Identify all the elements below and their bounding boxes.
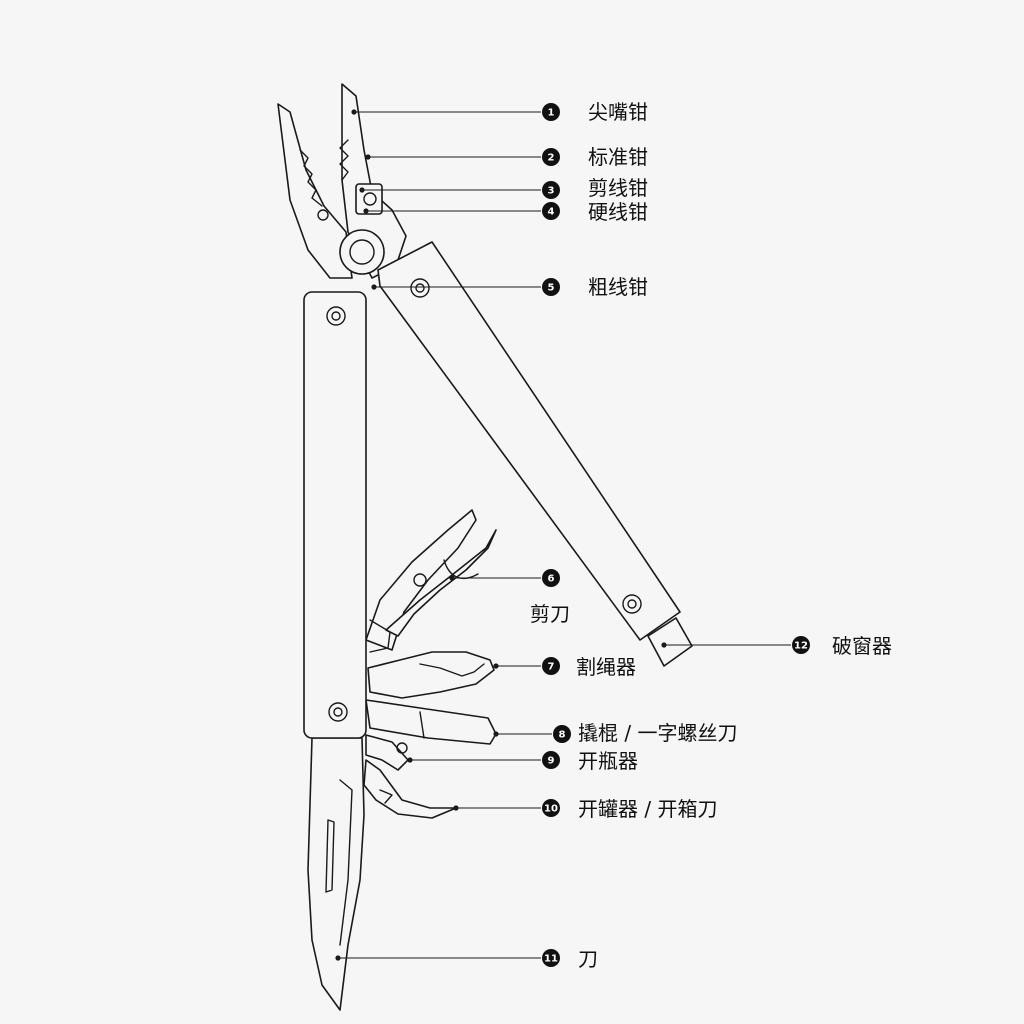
callout-label-2: 标准钳	[588, 145, 648, 169]
callout-badge-1: 1	[542, 103, 560, 121]
callout-badge-9: 9	[542, 751, 560, 769]
right-handle-screw-top-inner	[415, 283, 425, 293]
callout-number-2: 2	[548, 153, 555, 164]
window-breaker	[647, 617, 693, 667]
callout-badge-6: 6	[542, 569, 560, 587]
knife-blade	[307, 737, 365, 1011]
leader-dot-3	[359, 187, 365, 193]
pliers-pivot-inner	[349, 239, 375, 265]
right-handle-screw-top	[410, 278, 430, 298]
callout-badge-circle-7	[542, 657, 560, 675]
scissors-pivot	[413, 573, 427, 587]
callout-badge-2: 2	[542, 148, 560, 166]
callout-number-6: 6	[548, 574, 555, 585]
callout-number-4: 4	[548, 207, 555, 218]
callout-number-5: 5	[548, 283, 555, 294]
bottle-opener-hole	[396, 742, 408, 754]
knife-edge	[339, 779, 353, 946]
rope-cutter-hook	[419, 663, 485, 677]
callout-badge-10: 10	[542, 799, 560, 817]
callout-number-11: 11	[544, 954, 558, 965]
callout-badge-circle-12	[792, 636, 810, 654]
callout-leaders	[335, 109, 791, 961]
pliers-pivot	[339, 229, 385, 275]
callout-number-9: 9	[548, 756, 555, 767]
callout-badge-circle-8	[553, 725, 571, 743]
pliers-jaw-right	[341, 83, 407, 279]
callout-badge-circle-3	[542, 181, 560, 199]
callout-label-1: 尖嘴钳	[588, 100, 648, 124]
leader-dot-7	[493, 663, 499, 669]
callout-badge-3: 3	[542, 181, 560, 199]
leader-dot-6	[449, 575, 455, 581]
pry-bar	[365, 699, 497, 745]
callout-label-10: 开罐器 / 开箱刀	[578, 797, 718, 821]
callout-number-8: 8	[559, 730, 566, 741]
right-handle-screw-bottom	[622, 594, 642, 614]
bottle-opener	[365, 734, 409, 771]
callout-number-12: 12	[794, 641, 808, 652]
can-opener	[363, 759, 457, 819]
left-handle-screw-top-inner	[331, 311, 341, 321]
callout-badge-circle-9	[542, 751, 560, 769]
jaw-serration	[299, 149, 323, 207]
callout-badge-11: 11	[542, 949, 560, 967]
callout-badge-8: 8	[553, 725, 571, 743]
callout-badge-circle-2	[542, 148, 560, 166]
leader-dot-11	[335, 955, 341, 961]
scissors-spring	[369, 619, 391, 653]
callout-badge-circle-5	[542, 278, 560, 296]
callout-number-7: 7	[548, 662, 555, 673]
wire-cutter-screw	[363, 192, 377, 206]
leader-dot-4	[363, 208, 369, 214]
right-handle	[377, 241, 681, 641]
callout-label-8: 撬棍 / 一字螺丝刀	[578, 721, 738, 745]
callout-label-4: 硬线钳	[588, 200, 648, 224]
scissors-blade-b	[385, 529, 497, 637]
callout-number-3: 3	[548, 186, 555, 197]
callout-number-1: 1	[548, 108, 555, 119]
can-opener-hook	[379, 789, 393, 804]
jaw-hole	[317, 209, 329, 221]
callout-badge-circle-4	[542, 202, 560, 220]
leader-dot-8	[493, 731, 499, 737]
leader-dot-10	[453, 805, 459, 811]
callout-badge-7: 7	[542, 657, 560, 675]
jaw-serration-b	[339, 139, 349, 181]
left-handle-screw-bottom	[328, 702, 348, 722]
leader-dot-5	[371, 284, 377, 290]
callout-badge-circle-6	[542, 569, 560, 587]
callout-number-10: 10	[544, 804, 558, 815]
callout-badge-12: 12	[792, 636, 810, 654]
callout-label-12: 破窗器	[832, 634, 892, 658]
leader-dot-1	[351, 109, 357, 115]
left-handle-screw-bottom-inner	[333, 707, 343, 717]
leader-dot-9	[407, 757, 413, 763]
callout-label-6: 剪刀	[530, 602, 570, 626]
left-handle	[303, 291, 367, 739]
callout-badge-circle-11	[542, 949, 560, 967]
callout-label-11: 刀	[578, 947, 598, 971]
right-handle-screw-bottom-inner	[627, 599, 637, 609]
scissors-blade-a	[365, 509, 477, 651]
callout-badge-4: 4	[542, 202, 560, 220]
callout-label-7: 割绳器	[576, 655, 636, 679]
left-handle-screw-top	[326, 306, 346, 326]
leader-dot-12	[661, 642, 667, 648]
callout-label-3: 剪线钳	[588, 176, 648, 200]
callout-badge-circle-10	[542, 799, 560, 817]
pry-bar-notch	[419, 711, 425, 739]
rope-cutter	[367, 651, 495, 699]
callout-badge-circle-1	[542, 103, 560, 121]
callout-label-5: 粗线钳	[588, 275, 648, 299]
knife-notch	[325, 819, 335, 893]
leader-dot-2	[365, 154, 371, 160]
callout-label-9: 开瓶器	[578, 749, 638, 773]
callout-badge-5: 5	[542, 278, 560, 296]
